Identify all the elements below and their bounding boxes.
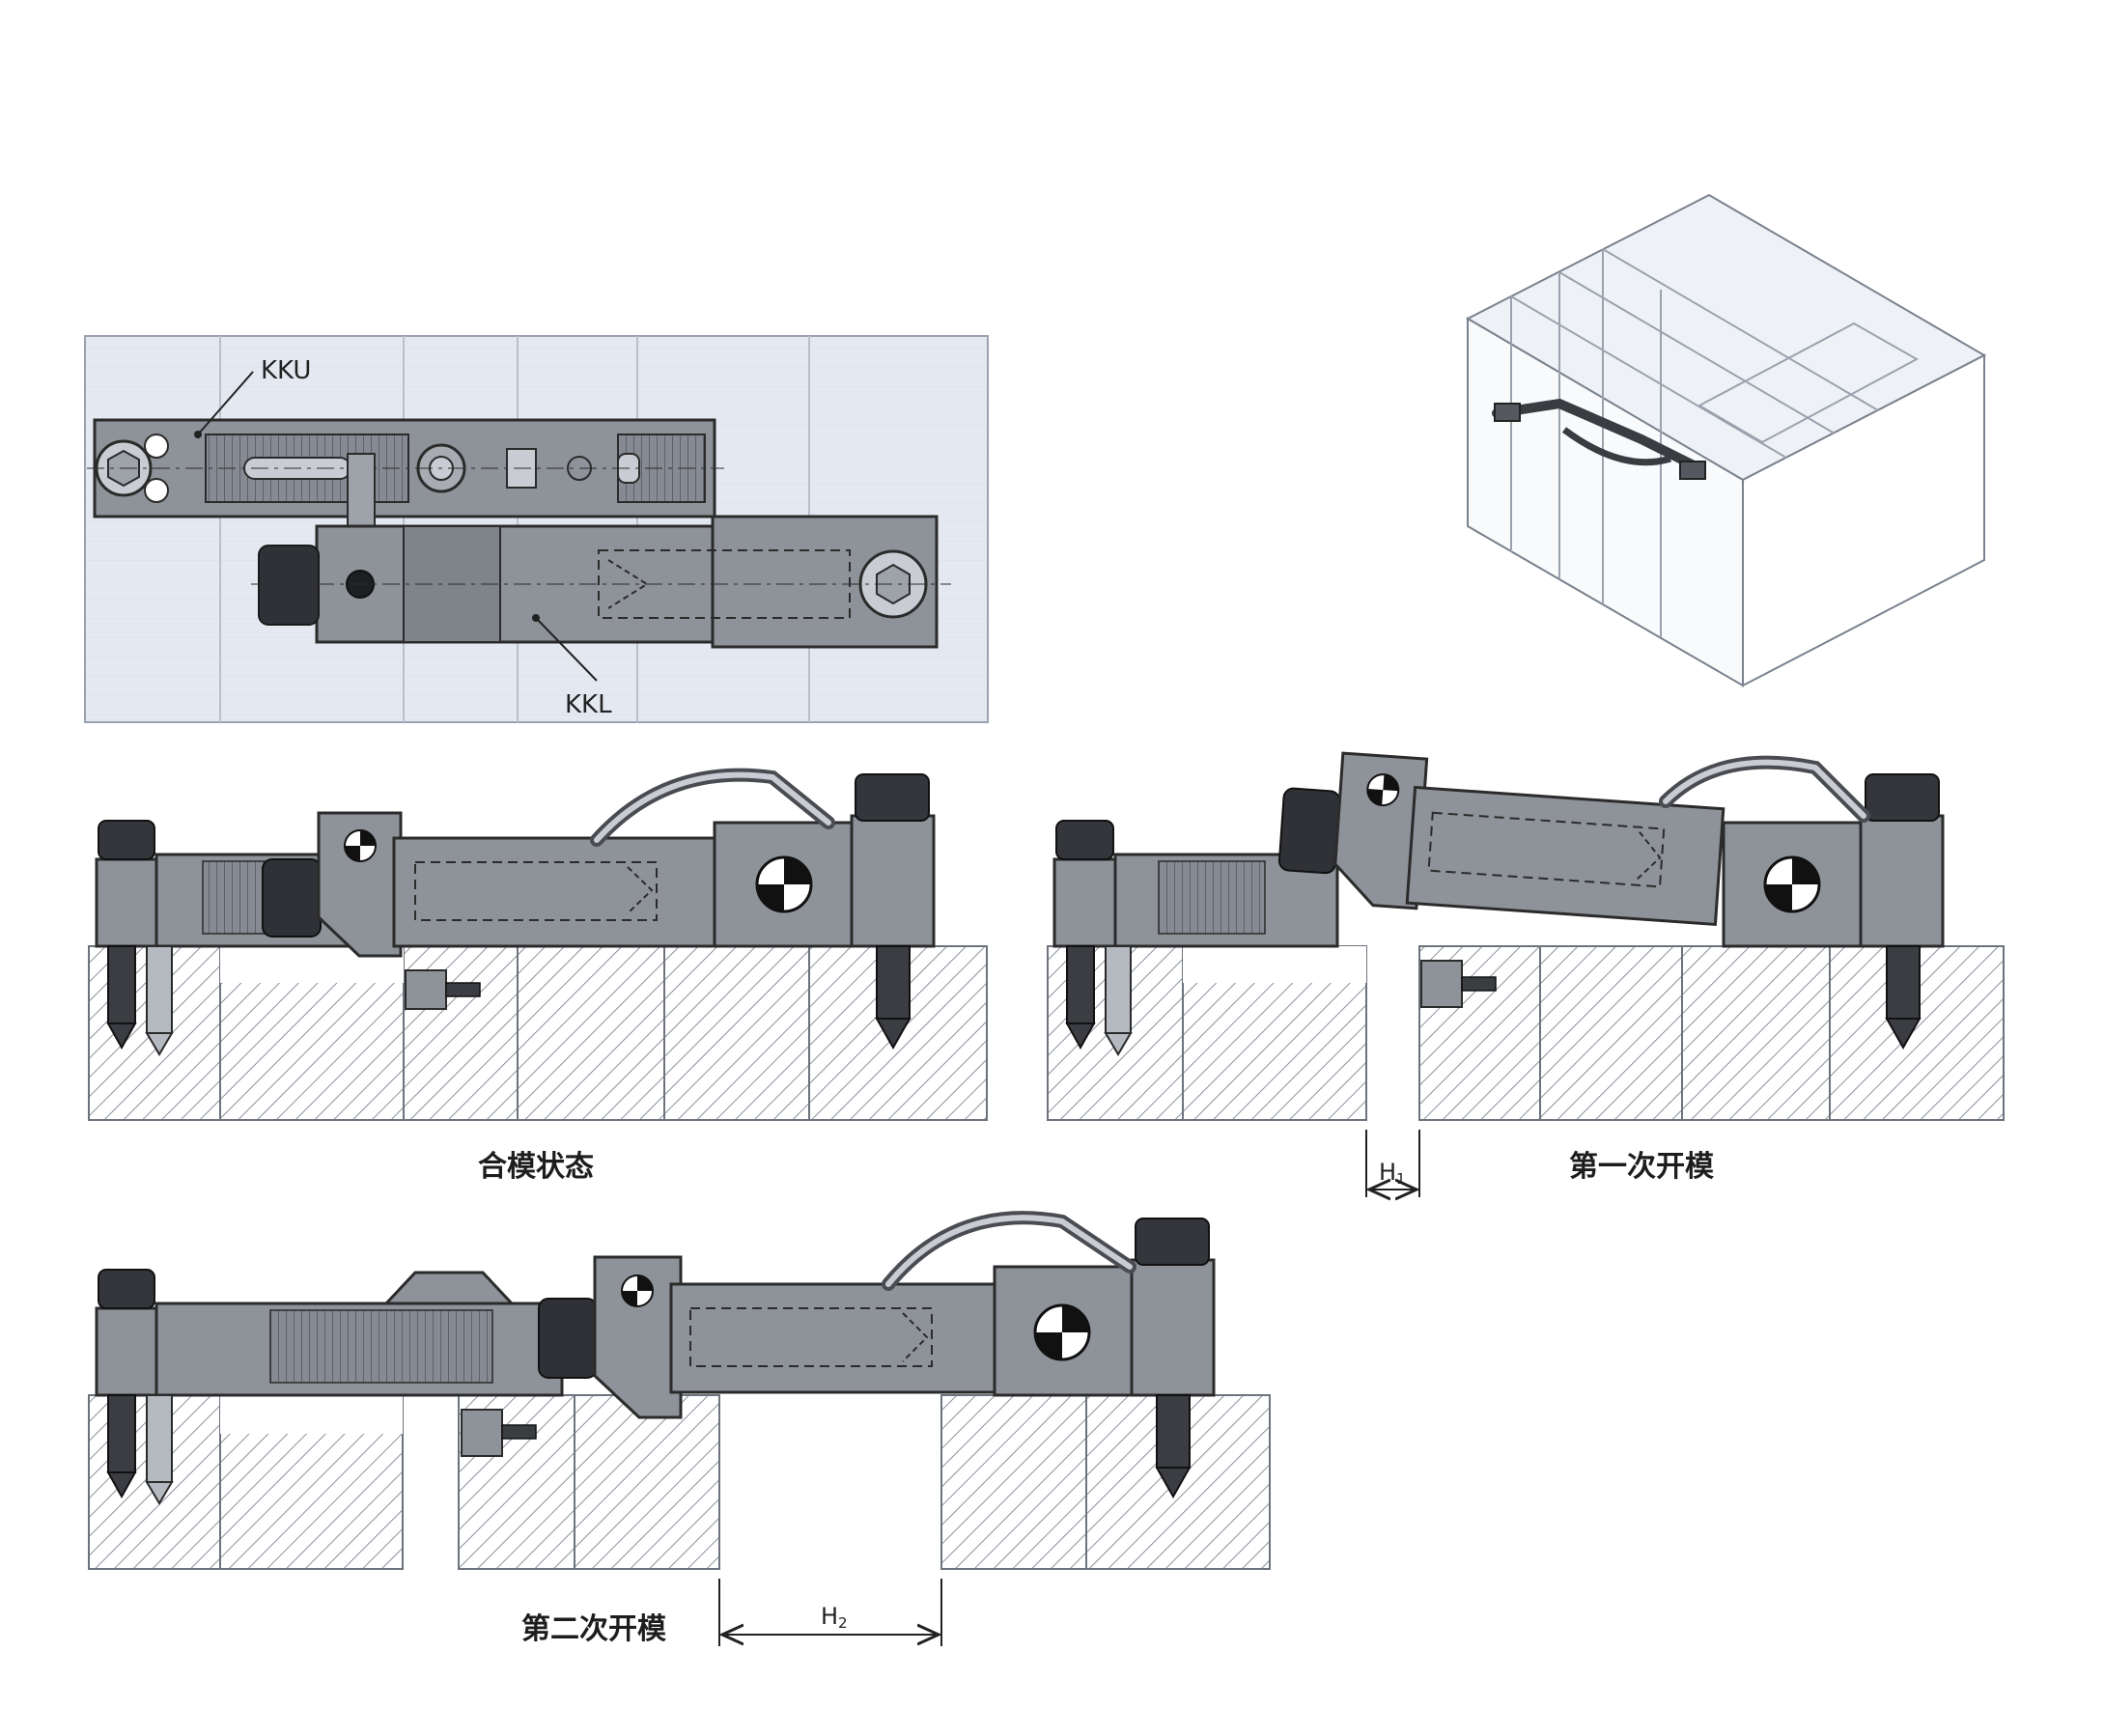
iso-latch-assembly [1492, 398, 1706, 480]
top-view-panel: KKU KKL [84, 335, 989, 723]
second-open-section: H2 第二次开模 [88, 1211, 1271, 1646]
kkl-lower-bar [251, 515, 951, 649]
kku-upper-bar [87, 418, 724, 544]
mold-isometric-view [1465, 193, 1987, 687]
closed-state-caption: 合模状态 [478, 1150, 594, 1184]
kkl-label: KKL [565, 690, 612, 719]
kku-label: KKU [261, 356, 311, 385]
h1-label: H1 [1379, 1159, 1406, 1188]
first-open-section: H1 第一次开模 [1047, 751, 2005, 1197]
second-open-caption: 第二次开模 [521, 1612, 666, 1646]
closed-state-section: 合模状态 [88, 768, 988, 1184]
first-open-caption: 第一次开模 [1569, 1150, 1714, 1184]
h2-label: H2 [821, 1603, 848, 1632]
